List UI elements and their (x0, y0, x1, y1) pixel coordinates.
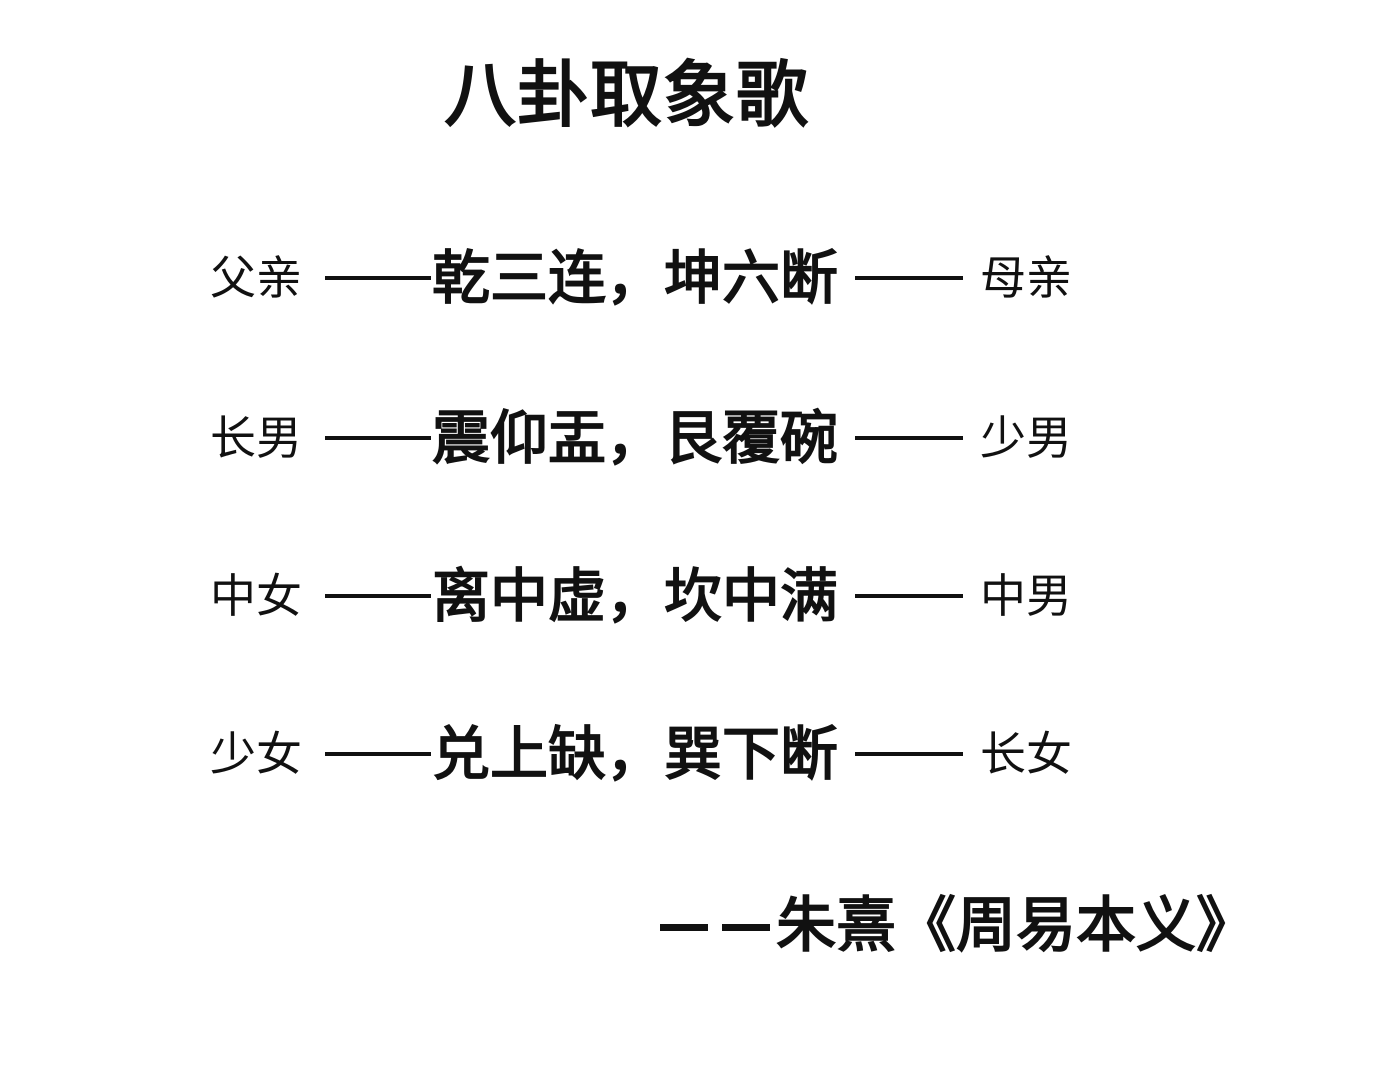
left-role-label: 长男 (210, 411, 302, 465)
verse-row-4: 少女 兑上缺，巽下断 长女 (0, 714, 1392, 794)
attribution-text: 朱熹《周易本义》 (776, 891, 1256, 961)
left-role-label: 中女 (210, 569, 302, 623)
right-role-label: 母亲 (980, 251, 1072, 305)
right-dash (855, 276, 963, 280)
right-role-label: 少男 (980, 411, 1072, 465)
right-role-label: 长女 (980, 727, 1072, 781)
left-dash (325, 436, 431, 440)
verse-text: 离中虚，坎中满 (432, 562, 839, 630)
verse-text: 兑上缺，巽下断 (432, 720, 839, 788)
verse-row-3: 中女 离中虚，坎中满 中男 (0, 556, 1392, 636)
left-role-label: 父亲 (210, 251, 302, 305)
verse-text: 震仰盂，艮覆碗 (432, 404, 839, 472)
right-dash (855, 436, 963, 440)
right-dash (855, 594, 963, 598)
right-dash (855, 752, 963, 756)
left-dash (325, 276, 431, 280)
verse-row-1: 父亲 乾三连，坤六断 母亲 (0, 238, 1392, 318)
attribution-dash (660, 924, 708, 931)
verse-row-2: 长男 震仰盂，艮覆碗 少男 (0, 398, 1392, 478)
right-role-label: 中男 (980, 569, 1072, 623)
left-role-label: 少女 (210, 727, 302, 781)
left-dash (325, 594, 431, 598)
left-dash (325, 752, 431, 756)
page-title: 八卦取象歌 (444, 53, 810, 137)
attribution-dash (722, 924, 770, 931)
verse-text: 乾三连，坤六断 (432, 244, 839, 312)
